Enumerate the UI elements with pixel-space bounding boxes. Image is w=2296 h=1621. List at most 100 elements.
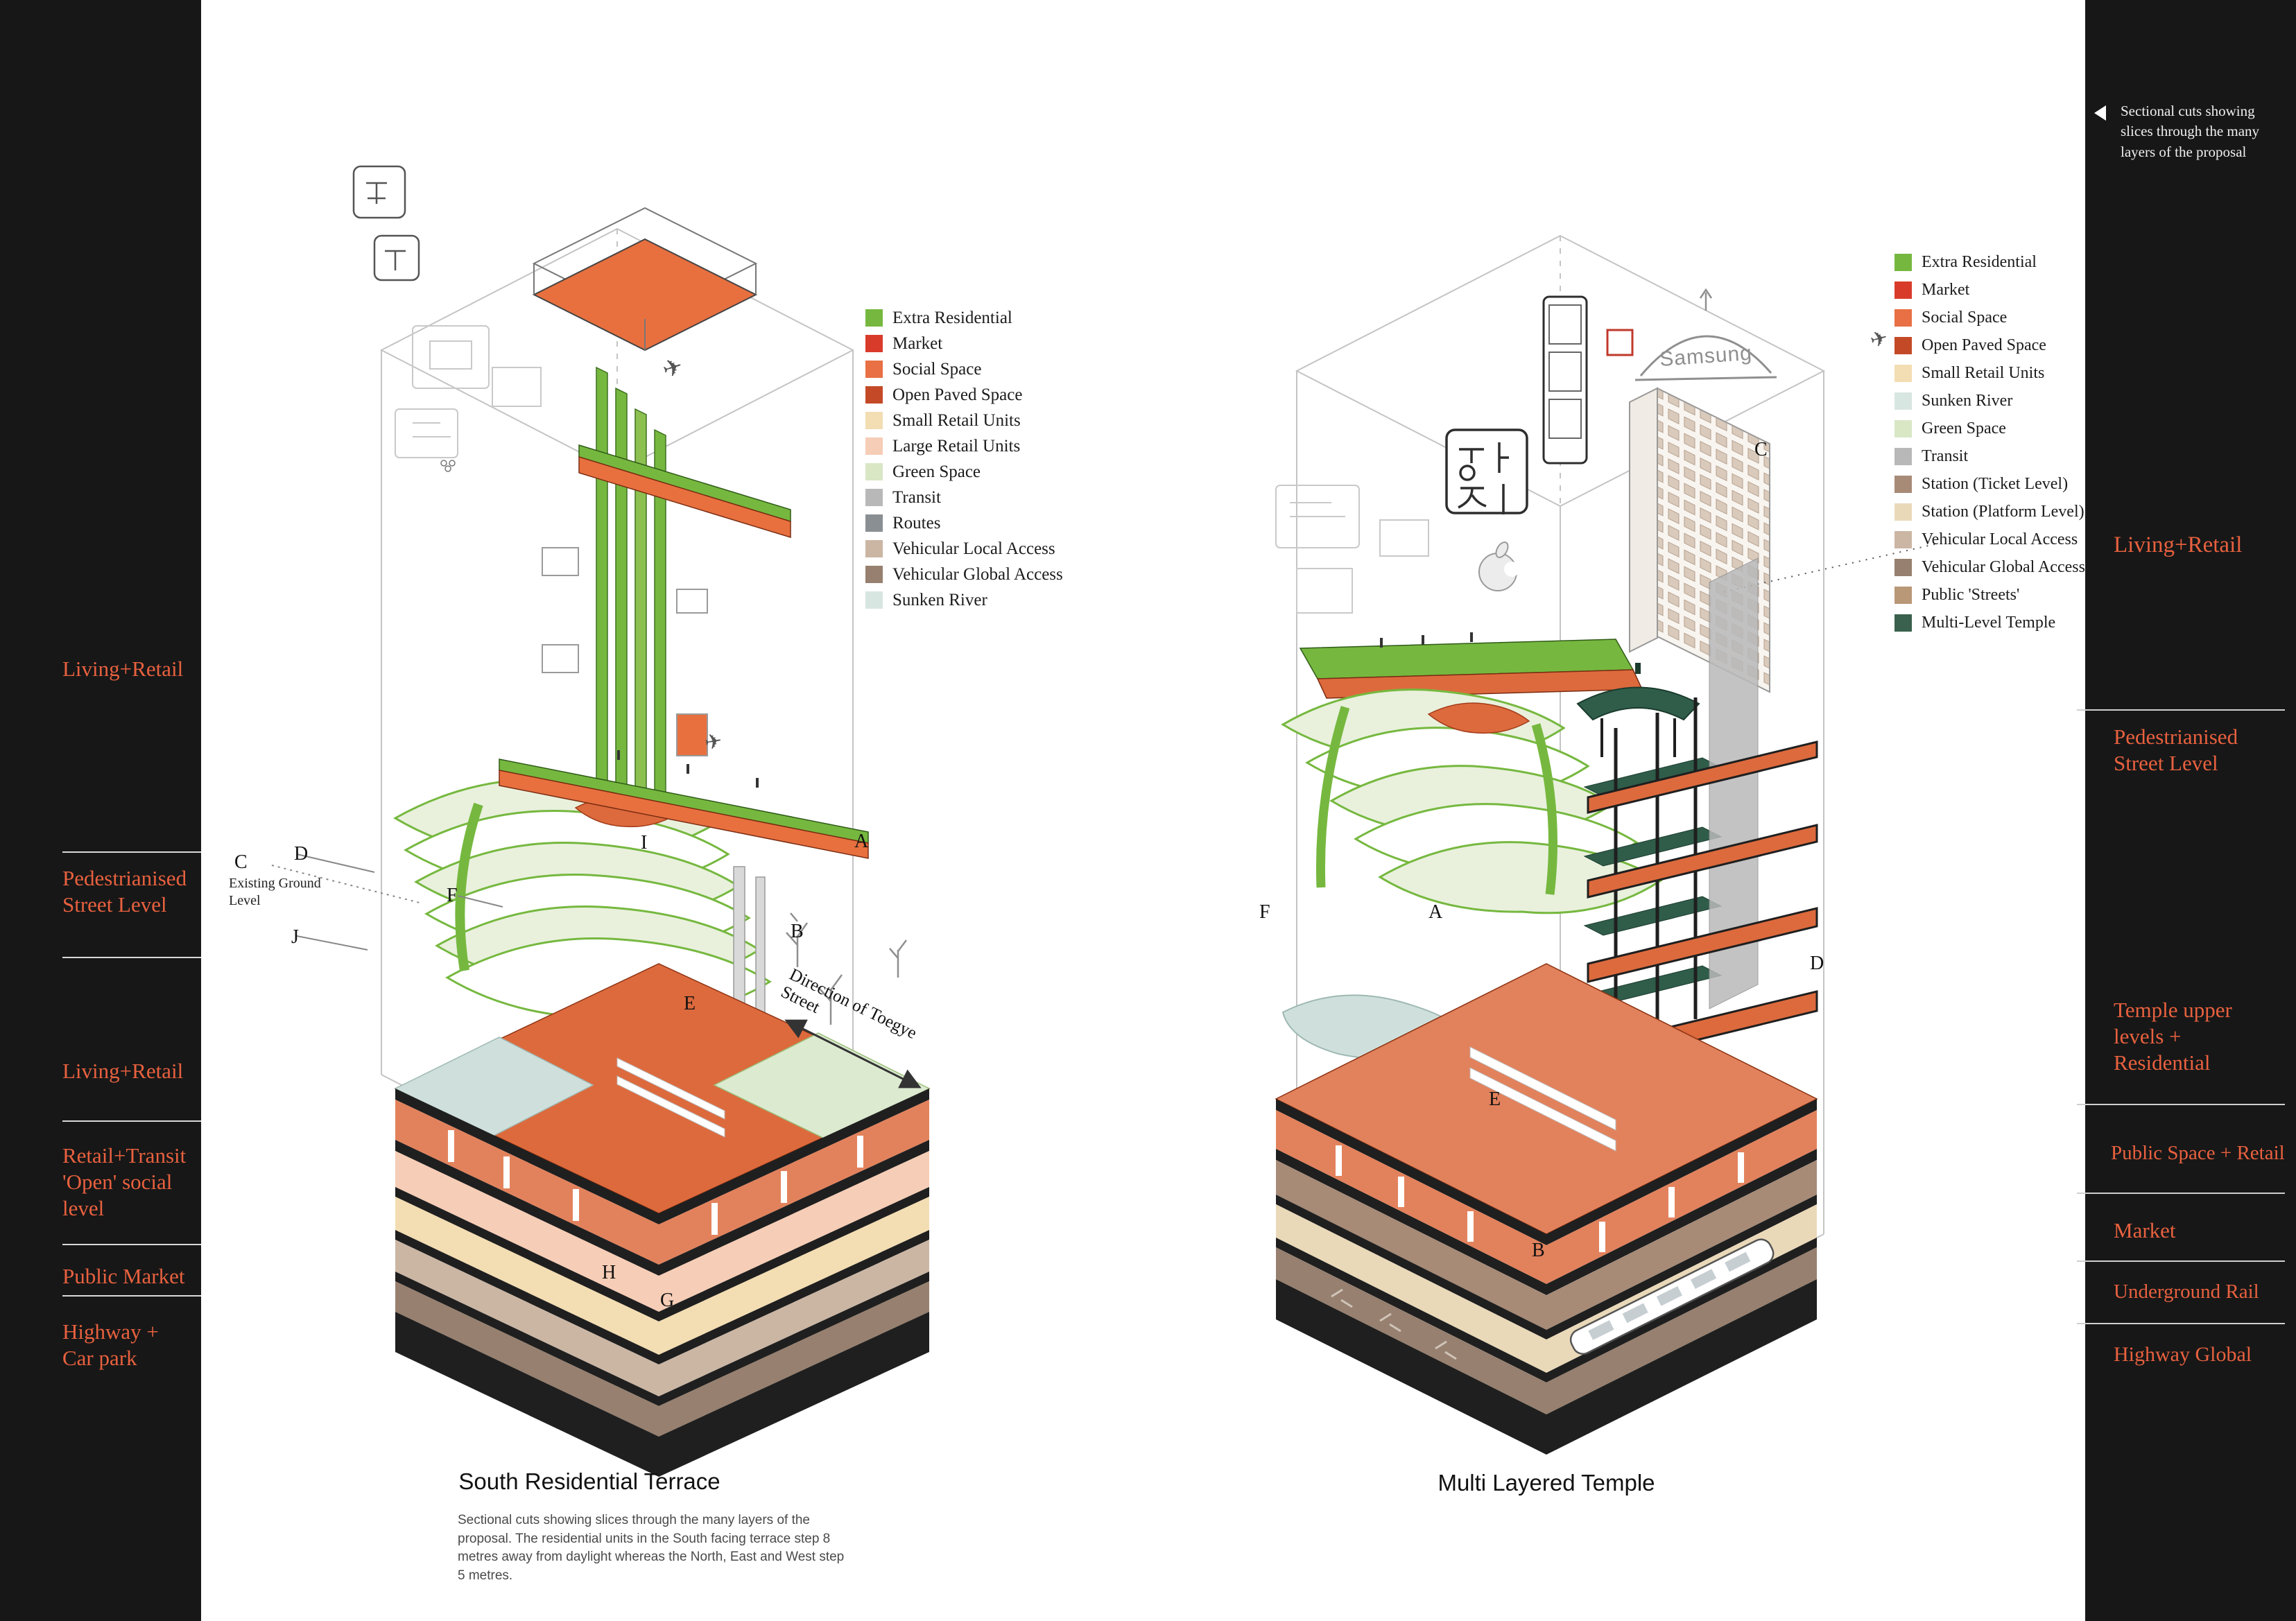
legend-swatch: [1894, 392, 1912, 410]
legend-swatch: [865, 514, 883, 532]
small-retail-level: [659, 1197, 929, 1355]
train: [1569, 1238, 1775, 1355]
legend-item: Small Retail Units: [1894, 359, 2085, 387]
trees: [786, 912, 907, 1025]
annotation-a-right: A: [1428, 901, 1443, 923]
right-black-band: [2085, 0, 2296, 1621]
station-ticket-level: [1276, 1160, 1546, 1330]
sidebar-label-underground-rail: Underground Rail: [2114, 1281, 2259, 1303]
legend-item: Green Space: [865, 459, 1063, 485]
market-level: [1276, 1110, 1546, 1284]
terrace-deck: [499, 750, 869, 859]
legend-item: Extra Residential: [865, 305, 1063, 331]
legend-label: Open Paved Space: [892, 385, 1023, 404]
legend-swatch: [1894, 281, 1912, 299]
annotation-e: E: [684, 993, 696, 1014]
legend-label: Sunken River: [1922, 391, 2013, 410]
temple: [1576, 663, 1723, 1054]
annotation-a: A: [854, 831, 869, 852]
escalator: [1469, 1046, 1616, 1131]
legend-label: Market: [1922, 280, 1970, 299]
escalator: [616, 1075, 725, 1138]
section-divider: [62, 1295, 201, 1297]
carpark-level: [1276, 1247, 1546, 1414]
legend-swatch: [1894, 530, 1912, 548]
legend-multi-temple: Extra Residential Market Social Space Op…: [1894, 248, 2085, 636]
base-slab: [1276, 1279, 1546, 1455]
sidebar-label-pedestrianised-r: Pedestrianised Street Level: [2114, 725, 2238, 775]
korean-signs: [352, 165, 420, 281]
legend-label: Routes: [892, 513, 941, 532]
legend-label: Extra Residential: [892, 308, 1012, 327]
legend-swatch: [1894, 364, 1912, 382]
terrace-social-patch: [1427, 702, 1530, 734]
upper-walkway: [578, 444, 791, 539]
annotation-f: F: [447, 885, 458, 906]
legend-swatch: [865, 437, 883, 455]
legend-label: Small Retail Units: [1922, 363, 2045, 382]
sidebar-label-highway-global: Highway Global: [2114, 1343, 2252, 1366]
legend-item: Vehicular Local Access: [865, 536, 1063, 562]
legend-swatch: [1894, 503, 1912, 521]
legend-item: Routes: [865, 510, 1063, 536]
caption-south-terrace: Sectional cuts showing slices through th…: [458, 1513, 845, 1583]
terrace-ramp: [1315, 706, 1350, 888]
legend-swatch: [1894, 558, 1912, 576]
sidebar-label-public-space-retail: Public Space + Retail: [2111, 1142, 2285, 1164]
section-divider: [2077, 1104, 2285, 1105]
legend-label: Market: [892, 333, 943, 353]
legend-label: Social Space: [1922, 308, 2008, 327]
legend-label: Multi-Level Temple: [1922, 613, 2056, 632]
legend-swatch: [865, 335, 883, 352]
plane-icon: ✈: [702, 729, 723, 755]
note-arrow-icon: [2094, 105, 2106, 121]
vehicular-global-level: [395, 1281, 659, 1437]
columns: [1336, 1145, 1744, 1252]
station-ticket-level: [1546, 1160, 1817, 1330]
legend-label: Transit: [1922, 447, 1969, 465]
apple-logo: [1478, 541, 1519, 591]
sidebar-label-pedestrianised: Pedestrianised Street Level: [62, 866, 187, 917]
legend-swatch: [865, 412, 883, 429]
legend-label: Social Space: [892, 359, 982, 379]
legend-label: Extra Residential: [1922, 252, 2037, 271]
legend-swatch: [1894, 475, 1912, 493]
multi-temple-drawing: Samsung ✈: [1275, 234, 1935, 1455]
section-divider: [62, 1244, 201, 1245]
legend-swatch: [865, 463, 883, 480]
sectional-note: Sectional cuts showing slices through th…: [2121, 103, 2260, 160]
legend-label: Vehicular Local Access: [1922, 530, 2078, 548]
legend-swatch: [865, 386, 883, 404]
station-platform-level: [1276, 1204, 1546, 1373]
plane-icon: ✈: [659, 354, 687, 384]
legend-swatch: [1894, 614, 1912, 632]
columns: [448, 1130, 863, 1235]
legend-item: Sunken River: [1894, 387, 2085, 415]
drone-icon: [440, 460, 456, 472]
vehicular-global-level: [659, 1281, 929, 1437]
annotation-c: C: [234, 851, 248, 873]
sidebar-label-living-retail-1: Living+Retail: [62, 657, 184, 681]
existing-ground-label: Existing Ground Level: [229, 876, 321, 908]
plane-icon: ✈: [1867, 326, 1890, 352]
south-terrace-drawing: ✈ ✈: [271, 165, 931, 1477]
annotation-d-right: D: [1810, 953, 1824, 974]
legend-item: Transit: [865, 485, 1063, 510]
sidebar-label-temple-upper: Temple upper levels + Residential: [2114, 998, 2232, 1075]
legend-item: Small Retail Units: [865, 408, 1063, 433]
title-south-terrace: South Residential Terrace: [458, 1468, 720, 1494]
legend-item: Station (Platform Level): [1894, 498, 2085, 526]
legend-item: Vehicular Local Access: [1894, 526, 2085, 553]
sidebar-label-highway-carpark: Highway + Car park: [62, 1319, 159, 1370]
vehicular-local-level: [395, 1240, 659, 1396]
legend-item: Market: [865, 331, 1063, 356]
legend-swatch: [865, 361, 883, 378]
legend-item: Public 'Streets': [1894, 581, 2085, 609]
annotation-b: B: [791, 921, 804, 942]
carpark-level: [1546, 1247, 1817, 1414]
terrace-ramp: [455, 802, 483, 972]
sidebar-label-market-r: Market: [2114, 1218, 2176, 1242]
sidebar-label-living-retail-r: Living+Retail: [2114, 532, 2243, 557]
market-level: [395, 1100, 659, 1265]
legend-label: Vehicular Global Access: [892, 564, 1063, 584]
